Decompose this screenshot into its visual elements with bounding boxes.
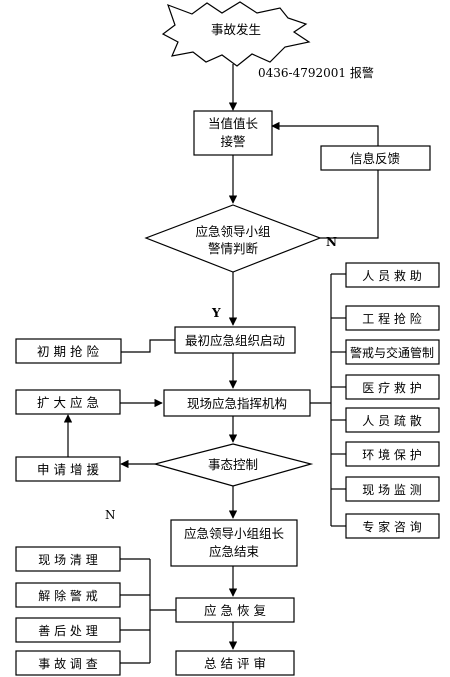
right-list-1: 人 员 救 助 (345, 262, 440, 288)
left-list-item: 现 场 清 理 (38, 553, 97, 567)
left-list-item: 善 后 处 理 (38, 623, 97, 638)
initial-label: 最初应急组织启动 (185, 333, 285, 348)
right-list-8: 专 家 咨 询 (345, 513, 440, 539)
summary-label: 总 结 评 审 (204, 656, 266, 671)
right-list-4: 医 疗 救 护 (345, 374, 440, 400)
right-list-6: 环 境 保 护 (345, 441, 440, 467)
right-list-item: 环 境 保 护 (362, 447, 421, 462)
expand-box: 扩 大 应 急 (15, 389, 121, 415)
receive-line2: 接警 (220, 134, 245, 149)
receive-line1: 当值值长 (208, 116, 259, 131)
right-list-2: 工 程 抢 险 (345, 305, 440, 331)
first-rescue-box: 初 期 抢 险 (15, 338, 122, 364)
branch-n-bottom: N (105, 508, 116, 522)
request-label: 申 请 增 援 (37, 462, 99, 477)
left-list-3: 善 后 处 理 (15, 617, 121, 643)
situation-diamond: 事态控制 (152, 443, 314, 487)
first-rescue-label: 初 期 抢 险 (37, 344, 99, 359)
edge-feedback-receive (271, 121, 379, 146)
left-list-item: 解 除 警 戒 (38, 588, 97, 603)
judge-diamond: 应急领导小组 警情判断 (144, 204, 322, 273)
feedback-label: 信息反馈 (350, 151, 400, 166)
phone-number: 0436-4792001 报警 (258, 65, 374, 80)
right-list-7: 现 场 监 测 (345, 476, 440, 502)
branch-n-top: N (326, 235, 337, 249)
edge-judge-feedback (320, 170, 379, 239)
right-list-item: 工 程 抢 险 (362, 311, 421, 326)
connectors (63, 64, 379, 664)
left-list-1: 现 场 清 理 (15, 546, 121, 572)
judge-line2: 警情判断 (208, 241, 258, 256)
right-list-item: 人 员 救 助 (362, 268, 421, 283)
branch-y: Y (211, 306, 221, 320)
start-burst-node: 事故发生 (161, 1, 311, 67)
left-list-item: 事 故 调 查 (38, 656, 97, 671)
right-list-item: 警戒与交通管制 (350, 345, 434, 360)
start-label: 事故发生 (211, 22, 261, 37)
end-lead-line2: 应急结束 (209, 544, 260, 559)
situation-label: 事态控制 (208, 457, 258, 472)
left-list-4: 事 故 调 查 (15, 650, 121, 676)
recover-label: 应 急 恢 复 (204, 603, 266, 618)
end-lead-line1: 应急领导小组组长 (184, 526, 285, 541)
right-list-item: 专 家 咨 询 (362, 519, 421, 534)
right-list-item: 医 疗 救 护 (362, 380, 421, 395)
end-lead-box: 应急领导小组组长 应急结束 (170, 519, 298, 567)
right-list-5: 人 员 疏 散 (345, 407, 440, 433)
right-list-item: 现 场 监 测 (362, 483, 421, 497)
request-box: 申 请 增 援 (15, 456, 121, 482)
receive-box: 当值值长 接警 (193, 110, 273, 156)
expand-label: 扩 大 应 急 (37, 395, 99, 410)
right-list-item: 人 员 疏 散 (362, 413, 421, 428)
command-label: 现场应急指挥机构 (187, 396, 287, 411)
recover-box: 应 急 恢 复 (175, 597, 295, 623)
right-list-3: 警戒与交通管制 (345, 339, 440, 365)
edge-initial-first-rescue (121, 339, 175, 353)
judge-line1: 应急领导小组 (195, 224, 270, 239)
command-box: 现场应急指挥机构 (163, 389, 311, 417)
initial-box: 最初应急组织启动 (174, 326, 296, 354)
summary-box: 总 结 评 审 (175, 650, 295, 676)
left-list-2: 解 除 警 戒 (15, 582, 121, 608)
feedback-box: 信息反馈 (320, 145, 431, 171)
